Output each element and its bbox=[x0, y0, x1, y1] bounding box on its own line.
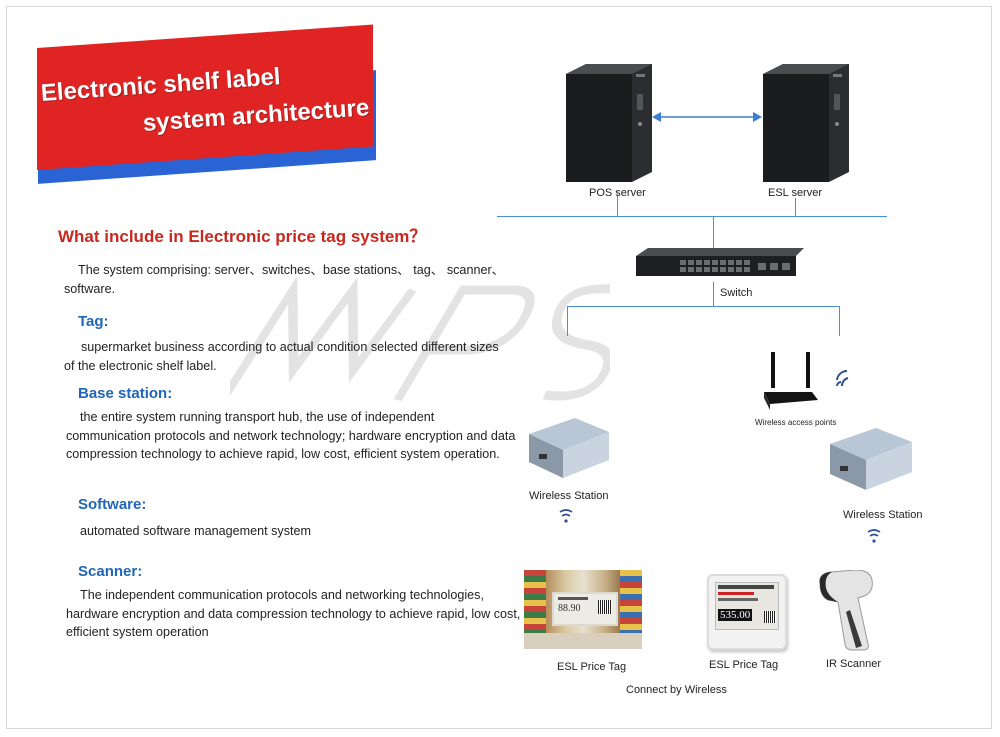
wifi-signal-icon bbox=[836, 369, 849, 387]
wireless-station-right-label: Wireless Station bbox=[843, 509, 923, 521]
wireless-station-left-label: Wireless Station bbox=[529, 490, 609, 502]
esl-price-tag-label-2: ESL Price Tag bbox=[709, 659, 779, 671]
ir-scanner-label: IR Scanner bbox=[826, 658, 882, 670]
network-switch-icon bbox=[636, 248, 804, 276]
intro-text: The system comprising: server、switches、b… bbox=[64, 263, 505, 296]
connector-line bbox=[795, 198, 796, 217]
wireless-router-icon bbox=[764, 352, 818, 410]
bidirectional-arrow-icon bbox=[652, 112, 762, 122]
wireless-station-left-icon bbox=[529, 418, 609, 478]
wifi-signal-icon bbox=[559, 509, 573, 523]
content-heading: What include in Electronic price tag sys… bbox=[58, 227, 427, 246]
page-frame bbox=[6, 6, 992, 729]
connector-line bbox=[567, 306, 568, 336]
wireless-ap-label: Wireless access points bbox=[755, 418, 837, 427]
connect-by-wireless-label: Connect by Wireless bbox=[626, 684, 727, 696]
connector-line bbox=[617, 190, 618, 217]
section-title-software: Software: bbox=[78, 496, 147, 513]
esl-price-tag-shelf-photo: 88.90 bbox=[524, 570, 642, 649]
switch-label: Switch bbox=[720, 287, 753, 299]
esl-server-label: ESL server bbox=[768, 187, 823, 199]
connector-line bbox=[567, 306, 840, 307]
section-title-tag: Tag: bbox=[78, 313, 109, 330]
barcode-scanner-icon bbox=[819, 570, 873, 651]
section-text-scanner: The independent communication protocols … bbox=[66, 588, 521, 639]
section-title-base-station: Base station: bbox=[78, 385, 173, 402]
section-text-software: automated software management system bbox=[80, 524, 311, 538]
connector-line bbox=[839, 306, 840, 336]
connector-line bbox=[713, 216, 714, 248]
esl-tag-price-2: 535.00 bbox=[718, 609, 753, 621]
pos-server-icon bbox=[566, 64, 652, 182]
section-title-scanner: Scanner: bbox=[78, 563, 143, 580]
connector-line bbox=[497, 216, 887, 217]
esl-price-tag-device: 535.00 bbox=[707, 574, 787, 650]
esl-tag-price-1: 88.90 bbox=[558, 603, 581, 614]
section-text-base-station: the entire system running transport hub,… bbox=[66, 410, 516, 461]
connector-line bbox=[713, 282, 714, 306]
wps-watermark-logo bbox=[230, 275, 610, 402]
section-text-tag: supermarket business according to actual… bbox=[64, 340, 499, 373]
wireless-station-right-icon bbox=[830, 428, 912, 490]
esl-price-tag-label-1: ESL Price Tag bbox=[557, 661, 627, 673]
esl-server-icon bbox=[763, 64, 849, 182]
wifi-signal-icon bbox=[867, 529, 881, 543]
